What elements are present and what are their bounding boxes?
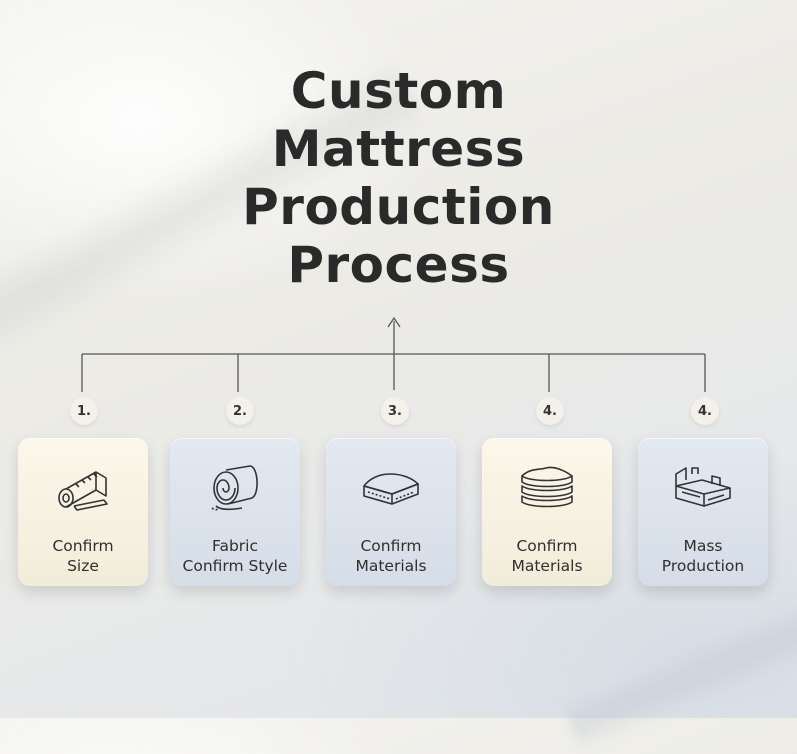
title-line: Production	[242, 178, 555, 236]
step-card-mass-production: Mass Production	[638, 438, 768, 586]
step-number-3: 3.	[381, 397, 409, 425]
step-label-line: Confirm	[52, 537, 114, 555]
step-card-confirm-materials: Confirm Materials	[326, 438, 456, 586]
diagram-title: Custom Mattress Production Process	[0, 62, 797, 294]
step-label-line: Confirm	[516, 537, 578, 555]
step-card-fabric-confirm-style: Fabric Confirm Style	[170, 438, 300, 586]
arrow-up-icon	[387, 316, 401, 328]
title-line: Mattress	[271, 120, 526, 178]
step-label-line: Materials	[355, 557, 427, 575]
stacked-layers-icon	[521, 466, 573, 508]
title-line: Process	[287, 236, 510, 294]
step-card-confirm-materials-2: Confirm Materials	[482, 438, 612, 586]
fabric-roll-icon	[211, 465, 258, 511]
step-card-confirm-size: Confirm Size	[18, 438, 148, 586]
step-label-line: Confirm Style	[182, 557, 288, 575]
step-number-4: 4.	[536, 397, 564, 425]
step-number-5: 4.	[691, 397, 719, 425]
fabric-roll-tape-icon	[58, 471, 108, 511]
step-label-line: Size	[67, 557, 99, 575]
step-number-1: 1.	[70, 397, 98, 425]
step-label-line: Materials	[511, 557, 583, 575]
step-label-line: Mass	[683, 537, 723, 555]
factory-machine-icon	[675, 467, 731, 507]
step-number-2: 2.	[226, 397, 254, 425]
connector-lines	[81, 316, 706, 392]
step-label-line: Production	[661, 557, 745, 575]
foam-layer-icon	[363, 473, 419, 505]
title-line: Custom	[290, 62, 507, 120]
step-label-line: Confirm	[360, 537, 422, 555]
step-label-line: Fabric	[211, 537, 258, 555]
